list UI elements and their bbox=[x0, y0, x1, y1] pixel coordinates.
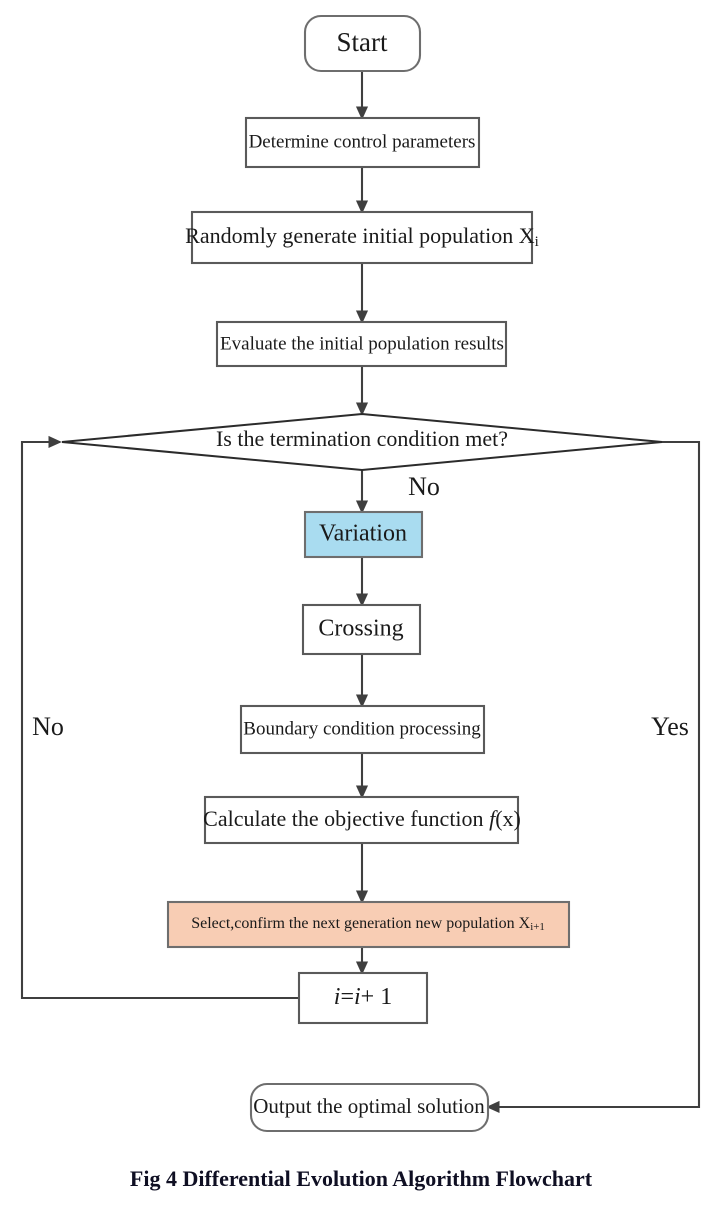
output-optimal-solution-shape bbox=[249, 1082, 490, 1133]
increment-counter-label: i=i+ 1 bbox=[334, 984, 392, 1010]
increment-plus-one: + 1 bbox=[361, 984, 393, 1010]
connector-loop-back-to-decision bbox=[20, 435, 299, 1000]
crossing-label: Crossing bbox=[318, 616, 403, 642]
node-crossing[interactable]: Crossing bbox=[301, 603, 422, 656]
edge-label-no-center: No bbox=[408, 472, 440, 501]
increment-var-left: i bbox=[334, 984, 341, 1010]
calculate-objective-function-shape bbox=[203, 795, 520, 845]
randomly-generate-initial-population-shape bbox=[190, 210, 534, 265]
increment-counter-shape bbox=[297, 971, 429, 1025]
evaluate-initial-population-shape bbox=[215, 320, 508, 368]
calculate-text-part1: Calculate the objective function bbox=[203, 806, 489, 831]
start-label: Start bbox=[337, 27, 388, 57]
node-select-confirm-next-generation[interactable]: Select,confirm the next generation new p… bbox=[166, 900, 571, 949]
determine-control-parameters-shape bbox=[244, 116, 481, 169]
crossing-shape bbox=[301, 603, 422, 656]
edge-label-no-left: No bbox=[32, 712, 64, 741]
node-calculate-objective-function[interactable]: Calculate the objective function f(x) bbox=[203, 795, 521, 845]
node-boundary-condition-processing[interactable]: Boundary condition processing bbox=[239, 704, 486, 755]
calculate-objective-function-label: Calculate the objective function f(x) bbox=[203, 806, 521, 831]
node-determine-control-parameters[interactable]: Determine control parameters bbox=[244, 116, 481, 169]
variation-label: Variation bbox=[319, 521, 407, 547]
termination-condition-label: Is the termination condition met? bbox=[216, 426, 508, 451]
node-randomly-generate-initial-population[interactable]: Randomly generate initial population Xi bbox=[185, 210, 539, 265]
termination-condition-shape bbox=[61, 412, 663, 472]
boundary-condition-processing-label: Boundary condition processing bbox=[243, 718, 481, 739]
start-shape bbox=[303, 14, 422, 73]
node-increment-counter[interactable]: i=i+ 1 bbox=[297, 971, 429, 1025]
output-optimal-solution-label: Output the optimal solution bbox=[253, 1094, 485, 1118]
increment-equals: = bbox=[340, 984, 354, 1010]
node-variation[interactable]: Variation bbox=[303, 510, 424, 559]
increment-var-right: i bbox=[354, 984, 361, 1010]
figure-caption: Fig 4 Differential Evolution Algorithm F… bbox=[130, 1166, 593, 1191]
variation-shape bbox=[303, 510, 424, 559]
select-confirm-subscript: i+1 bbox=[530, 921, 545, 933]
node-start[interactable]: Start bbox=[303, 14, 422, 73]
node-output-optimal-solution[interactable]: Output the optimal solution bbox=[249, 1082, 490, 1133]
evaluate-initial-population-label: Evaluate the initial population results bbox=[220, 333, 504, 354]
select-confirm-text: Select,confirm the next generation new p… bbox=[191, 915, 530, 932]
edge-label-yes-right: Yes bbox=[651, 712, 689, 741]
determine-control-parameters-label: Determine control parameters bbox=[249, 131, 476, 152]
connectors bbox=[20, 71, 701, 1114]
randomly-generate-initial-population-label: Randomly generate initial population Xi bbox=[185, 223, 539, 250]
calculate-text-italic: f bbox=[489, 806, 498, 831]
connector-yes-to-output bbox=[486, 440, 701, 1114]
boundary-condition-processing-shape bbox=[239, 704, 486, 755]
select-confirm-next-generation-label: Select,confirm the next generation new p… bbox=[191, 915, 545, 933]
node-termination-condition[interactable]: Is the termination condition met? bbox=[61, 412, 663, 472]
select-confirm-next-generation-shape bbox=[166, 900, 571, 949]
randomly-generate-text: Randomly generate initial population X bbox=[185, 223, 535, 248]
node-evaluate-initial-population[interactable]: Evaluate the initial population results bbox=[215, 320, 508, 368]
randomly-generate-subscript: i bbox=[535, 234, 539, 250]
calculate-text-part2: (x) bbox=[495, 806, 521, 831]
